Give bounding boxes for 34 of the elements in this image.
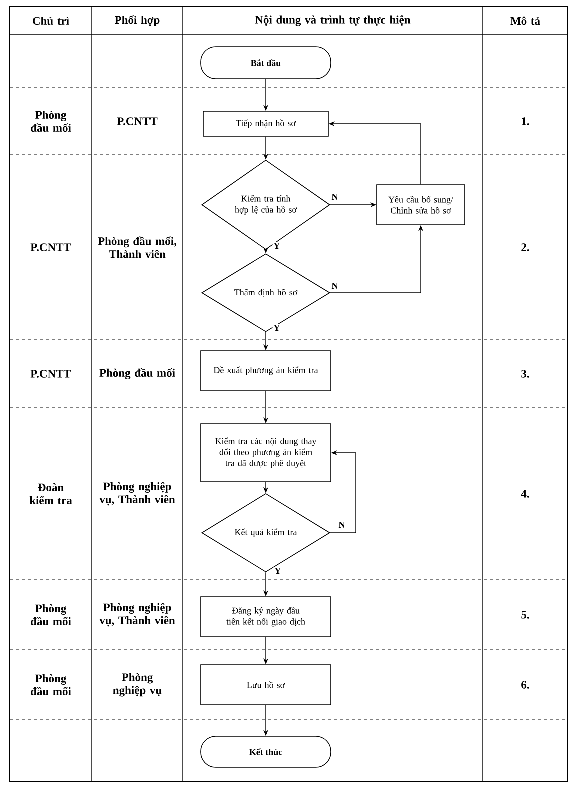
edge-label: N: [338, 521, 346, 529]
step-number: 6.: [522, 681, 530, 689]
partner-unit-label: P.CNTT: [117, 118, 158, 126]
process-box: Kiểm tra các nội dung thay đổi theo phương án kiểm tra đã được phê duyệt: [200, 424, 332, 482]
edge-label: Y: [272, 242, 282, 250]
partner-unit-label: Phòng nghiệp vụ, Thành viên: [100, 603, 176, 627]
step-number: 4.: [521, 490, 530, 498]
column-header: Mô tả: [510, 16, 540, 26]
edge-label: Y: [274, 567, 282, 575]
process-box: Lưu hồ sơ: [200, 664, 332, 706]
edge-label: N: [330, 282, 340, 290]
process-box: Đăng ký ngày đầu tiên kết nối giao dịch: [200, 596, 332, 638]
edge-label: N: [330, 193, 340, 201]
lead-unit-label: Phòng đầu mối: [31, 110, 72, 132]
column-header: Chủ trì: [33, 16, 70, 26]
partner-unit-label: Phòng nghiệp vụ, Thành viên: [100, 482, 176, 506]
lead-unit-label: Phòng đầu mối: [31, 674, 72, 696]
step-number: 5.: [522, 611, 530, 619]
column-header: Phối hợp: [115, 16, 160, 26]
step-number: 3.: [522, 370, 530, 378]
step-number: 1.: [522, 118, 530, 126]
edge-label: Y: [272, 324, 282, 332]
lead-unit-label: P.CNTT: [30, 244, 72, 252]
process-box: Yêu cầu bổ sung/ Chỉnh sửa hồ sơ: [376, 184, 466, 226]
partner-unit-label: Phòng nghiệp vụ: [113, 673, 162, 697]
lead-unit-label: Phòng đầu mối: [31, 604, 72, 626]
lead-unit-label: Đoàn kiểm tra: [30, 483, 72, 505]
process-box: Đề xuất phương án kiểm tra: [200, 350, 332, 392]
partner-unit-label: Phòng đầu mối: [100, 368, 176, 380]
step-number: 2.: [522, 244, 530, 252]
lead-unit-label: P.CNTT: [30, 370, 72, 378]
column-header: Nội dung và trình tự thực hiện: [255, 16, 411, 26]
partner-unit-label: Phòng đầu mối, Thành viên: [98, 236, 176, 258]
process-box: Tiếp nhận hồ sơ: [203, 111, 329, 137]
